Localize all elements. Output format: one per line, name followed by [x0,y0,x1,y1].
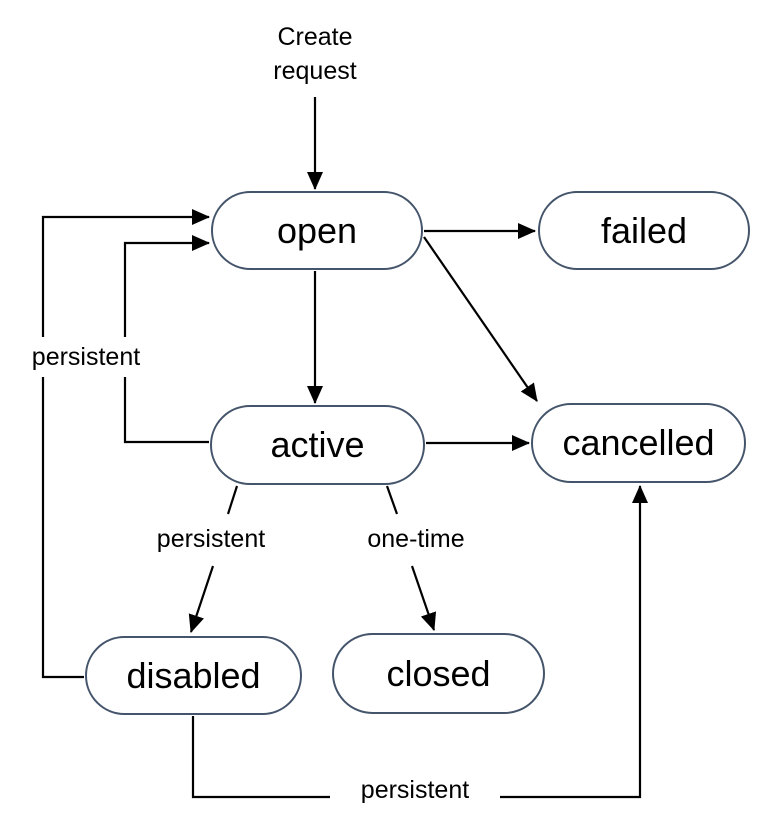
edge-persistent-to-disabled [188,565,215,633]
edge-label-persistent-active-disabled: persistent [156,525,266,553]
leg-active-persistent [226,485,239,515]
state-label: active [270,424,365,465]
state-node-failed: failed [538,191,750,270]
edge-open-to-cancelled [423,236,538,402]
edge-label-persistent-bottom: persistent [330,770,500,810]
state-label: cancelled [562,422,715,463]
leg-active-one-time [385,485,399,515]
edge-label-persistent-left: persistent [15,337,157,377]
state-label: open [276,209,358,251]
state-node-cancelled: cancelled [531,403,746,483]
edge-disabled-to-open-persistent [41,209,210,679]
state-node-active: active [210,405,425,485]
state-node-open: open [211,191,423,270]
state-node-closed: closed [332,633,545,714]
edge-one-time-to-closed [410,565,437,631]
edge-label-create-request: Create request [273,23,357,85]
edge-label-one-time: one-time [367,525,465,553]
state-label: closed [386,652,491,694]
state-label: disabled [126,654,261,696]
state-label: failed [600,209,688,251]
state-node-disabled: disabled [85,636,302,715]
